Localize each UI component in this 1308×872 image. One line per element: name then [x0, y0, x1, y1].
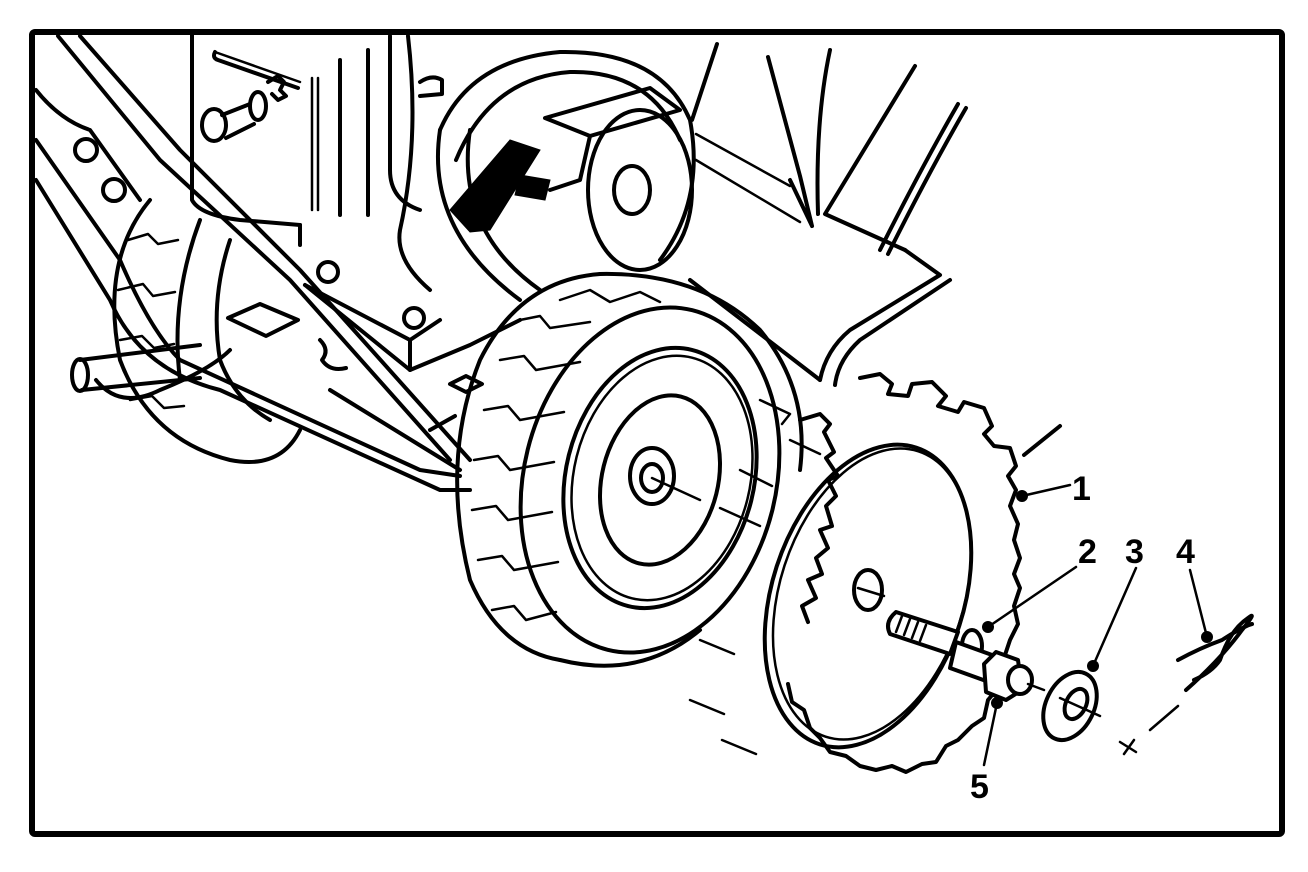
axle-centerline — [650, 476, 762, 528]
axle-centerline-outer — [1026, 682, 1102, 718]
washer — [1041, 669, 1099, 743]
callout-label-1: 1 — [1072, 470, 1091, 508]
callout-2: 2 — [982, 533, 1097, 633]
drive-tire — [455, 271, 804, 668]
pin-centerline — [1118, 704, 1180, 756]
engine-housing — [190, 32, 444, 292]
callout-label-4: 4 — [1176, 533, 1195, 571]
callout-3: 3 — [1087, 533, 1144, 672]
callout-label-3: 3 — [1125, 533, 1144, 571]
callout-label-5: 5 — [970, 768, 989, 806]
callout-label-2: 2 — [1078, 533, 1097, 571]
bolt-assembly — [886, 610, 1034, 702]
callout-4: 4 — [1176, 533, 1213, 643]
auger-housing — [688, 42, 968, 387]
cleat-wheel — [688, 372, 1022, 774]
callout-1: 1 — [1016, 424, 1091, 508]
callout-5: 5 — [970, 697, 1003, 806]
auger-pulley — [435, 49, 696, 302]
hairpin-clip — [1176, 613, 1254, 692]
left-tire — [112, 198, 302, 464]
diagram-frame — [29, 29, 1285, 837]
